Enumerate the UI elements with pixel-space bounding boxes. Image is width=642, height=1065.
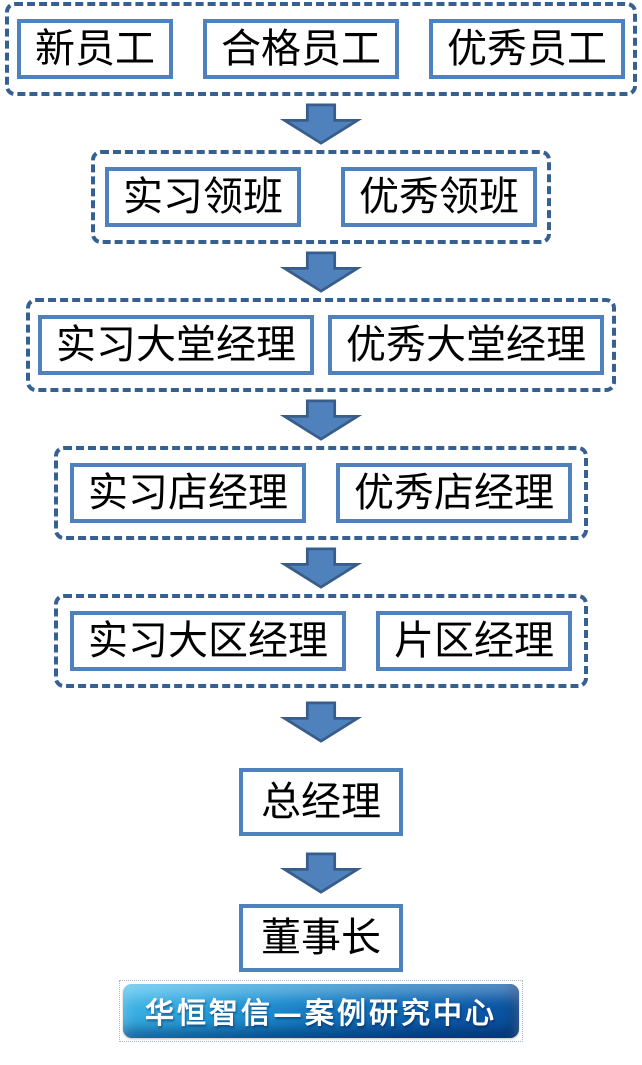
footer-banner-frame: 华恒智信—案例研究中心 (119, 980, 523, 1042)
node-intern-region-manager: 实习大区经理 (70, 611, 346, 671)
down-arrow-icon (280, 852, 362, 894)
node-excellent-foreman: 优秀领班 (341, 167, 537, 227)
stage-group-region-manager: 实习大区经理 片区经理 (54, 594, 588, 688)
stage-group-lobby-manager: 实习大堂经理 优秀大堂经理 (26, 298, 616, 392)
down-arrow-icon (280, 251, 362, 293)
stage-group-foreman: 实习领班 优秀领班 (91, 150, 551, 244)
node-intern-lobby-manager: 实习大堂经理 (38, 315, 314, 375)
node-intern-foreman: 实习领班 (105, 167, 301, 227)
stage-group-store-manager: 实习店经理 优秀店经理 (54, 446, 588, 540)
node-excellent-employee: 优秀员工 (429, 19, 625, 79)
node-general-manager: 总经理 (239, 768, 403, 836)
node-qualified-employee: 合格员工 (203, 19, 399, 79)
node-district-manager: 片区经理 (376, 611, 572, 671)
node-intern-store-manager: 实习店经理 (70, 463, 306, 523)
stage-group-employees: 新员工 合格员工 优秀员工 (5, 2, 637, 96)
down-arrow-icon (280, 103, 362, 145)
down-arrow-icon (280, 399, 362, 441)
node-excellent-lobby-manager: 优秀大堂经理 (328, 315, 604, 375)
node-excellent-store-manager: 优秀店经理 (336, 463, 572, 523)
down-arrow-icon (280, 547, 362, 589)
footer-banner: 华恒智信—案例研究中心 (123, 984, 519, 1038)
node-new-employee: 新员工 (17, 19, 173, 79)
node-chairman: 董事长 (239, 904, 403, 972)
down-arrow-icon (280, 701, 362, 743)
footer-banner-label: 华恒智信—案例研究中心 (144, 996, 497, 1030)
